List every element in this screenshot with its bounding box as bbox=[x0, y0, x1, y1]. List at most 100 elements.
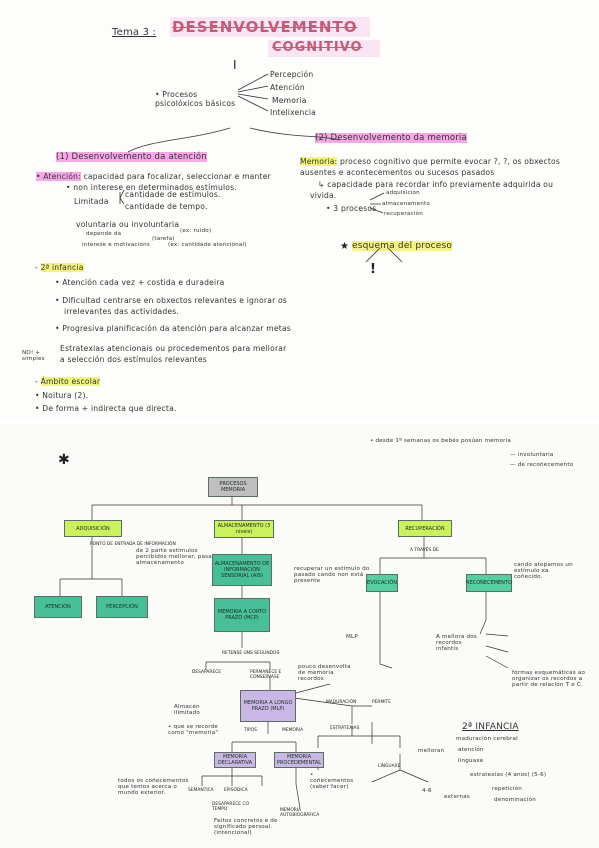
mlp-note: MLP bbox=[346, 634, 358, 640]
esquema-text: esquema del proceso bbox=[352, 241, 453, 251]
title-line1: DESENVOLVEMENTO bbox=[172, 18, 358, 36]
node-evocacion: EVOCACIÓN bbox=[366, 574, 398, 592]
depende-d: (tarefa) bbox=[152, 236, 175, 242]
cando-note: cando atopamos un estímulo xa coñecido. bbox=[514, 562, 573, 580]
denominacion-label: denominación bbox=[494, 797, 536, 803]
estrategias-a: Estratexias atencionais ou procedementos… bbox=[60, 344, 287, 353]
infancia2-b1: • Atención cada vez + costida e duradeir… bbox=[55, 278, 225, 287]
tres-procesos: • 3 procesos bbox=[326, 204, 377, 213]
roman-numeral: I bbox=[233, 58, 237, 72]
asterisk-icon: ✱ bbox=[58, 452, 70, 468]
feitos-note: Feitos concretos e de significado persoa… bbox=[214, 818, 278, 836]
memoria-cap2: vivida. bbox=[310, 191, 337, 200]
infancia2-head: - 2ª infancia bbox=[35, 263, 84, 272]
node-reconecemento: RECOÑECEMENTO bbox=[466, 574, 512, 592]
top-connector-lines bbox=[119, 73, 403, 263]
note-invol: — involuntaria bbox=[510, 452, 554, 458]
label-traves: PONTO DE ENTRADA DE INFORMACIÓN bbox=[90, 542, 176, 547]
label-permanece: PERMANECE E CONSERVASE bbox=[250, 670, 282, 680]
node-mem-procedimental: MEMORIA PROCEDEMENTAL bbox=[274, 752, 324, 768]
label-tipos: TIPOS bbox=[244, 728, 257, 733]
title-highlight-2 bbox=[268, 40, 380, 57]
depende-e: (ex: cantidade atencional) bbox=[168, 242, 247, 248]
mel-item: atención bbox=[458, 747, 484, 753]
note-recon: — de recoñecemento bbox=[510, 462, 574, 468]
node-memoria-corto: MEMORIA A CORTO PRAZO (MCP) bbox=[214, 598, 270, 632]
infancia2-b3: • Progresiva planificación da atención p… bbox=[55, 324, 291, 333]
proceso-item: Memoria bbox=[272, 96, 307, 105]
procesos-label: • Procesos psicolóxicos básicos bbox=[155, 90, 236, 108]
node-procesos-memoria: PROCESOS MEMORIA bbox=[208, 477, 258, 497]
tres-item: recuperación bbox=[384, 211, 423, 217]
atencion-word: • Atención: bbox=[36, 172, 81, 181]
title-highlight bbox=[170, 17, 370, 37]
atencion-def2: • non interese en determinados estímulos… bbox=[66, 183, 237, 192]
conecementos-note: • coñecementos (saber facer) bbox=[310, 772, 354, 790]
node-mem-declarativa: MEMORIA DECLARATIVA bbox=[214, 752, 256, 768]
mel-item: linguaxe bbox=[458, 758, 484, 764]
ambito-1: • Noitura (2). bbox=[35, 391, 89, 400]
infancia2-head-text: 2ª infancia bbox=[40, 263, 84, 272]
atencion-def-text: capacidad para focalizar, seleccionar e … bbox=[83, 172, 271, 181]
memoria-def2: ausentes e acontecementos ou sucesos pas… bbox=[300, 168, 495, 177]
label-estrategias: ESTRATEXIAS bbox=[330, 726, 360, 731]
traves-note: de 2 parte estímulos percibidos mellorar… bbox=[136, 548, 225, 566]
label-semantica: SEMÁNTICA bbox=[188, 788, 214, 793]
esquema-label: esquema del proceso bbox=[352, 241, 453, 251]
mejora-note: A mellora dos recordos infantís bbox=[436, 634, 478, 652]
node-recuperacion: RECUPERACIÓN bbox=[398, 520, 452, 537]
ambito-2: • De forma + indirecta que directa. bbox=[35, 404, 177, 413]
proceso-item: Atención bbox=[270, 83, 305, 92]
note-top: • desde 1º semanas os bebés posúen memor… bbox=[370, 438, 512, 444]
depende-c: (ex: ruido) bbox=[180, 228, 212, 234]
label-memoria: MEMORIA bbox=[282, 728, 304, 733]
label-a-traves: A TRAVÉS DE bbox=[410, 548, 439, 553]
estrategias-b: a selección dos estímulos relevantes bbox=[60, 355, 207, 364]
node-almacenamento: ALMACENAMENTO (3 niveis) bbox=[214, 520, 274, 538]
limitada-a: cantidade de estímulos. bbox=[125, 190, 221, 199]
voluntaria-text: voluntaria ou involuntaria bbox=[76, 220, 180, 229]
section-2-title: (2) Desenvolvemento da memoria bbox=[315, 133, 467, 143]
proceso-item: Percepción bbox=[270, 70, 314, 79]
label-desaparece: DESAPARECE bbox=[192, 670, 222, 675]
node-percepcion: PERCEPCIÓN bbox=[96, 596, 148, 618]
infancia-head: 2ª INFANCIA bbox=[462, 722, 519, 732]
node-almac-info: ALMACENAMENTO DE INFORMACIÓN SENSORIAL (… bbox=[212, 554, 272, 586]
label-permite: PERMITE bbox=[372, 700, 392, 705]
side-note: NO! + simples bbox=[22, 350, 45, 362]
tema-label: Tema 3 : bbox=[112, 27, 157, 38]
section-1-title-text: (1) Desenvolvemento da atención bbox=[56, 152, 207, 162]
node-adquisicion: ADQUISICIÓN bbox=[64, 520, 122, 537]
label-linguaxe: LINGUAXE bbox=[378, 764, 401, 769]
node-atencion: ATENCIÓN bbox=[34, 596, 82, 618]
memoria-head: Memoria: bbox=[300, 157, 338, 166]
map-connector-lines bbox=[59, 496, 509, 809]
externas-label: externas bbox=[444, 794, 470, 800]
formas-note: formas esquemáticas ao organizar os reco… bbox=[512, 670, 586, 688]
repeticion-label: repetición bbox=[492, 786, 522, 792]
memoria-def-text: proceso cognitivo que permite evocar ?, … bbox=[339, 157, 561, 166]
todos-note: todos os coñecementos que temos acerca o… bbox=[118, 778, 189, 796]
label-maduracion: MADURACIÓN bbox=[326, 700, 357, 705]
estrategias-line: estratexias (4 anos) (5-6) bbox=[470, 772, 547, 778]
limitada-b: cantidade de tempo. bbox=[125, 202, 208, 211]
memoria-def: Memoria: proceso cognitivo que permite e… bbox=[300, 157, 560, 166]
ambito-head: - Ámbito escolar bbox=[35, 377, 101, 386]
label-episodica: EPISÓDICA bbox=[224, 788, 248, 793]
ambito-head-text: Ámbito escolar bbox=[40, 377, 101, 386]
memoria-cap-text: capacidade para recordar info previament… bbox=[327, 180, 554, 189]
recuperar-note: recuperar un estímulo do pasado cando no… bbox=[294, 566, 370, 584]
label-retense: RETENSE UNS SEGUNDOS bbox=[222, 651, 280, 656]
atencion-def: • Atención: capacidad para focalizar, se… bbox=[36, 172, 271, 181]
exclamation-icon: ! bbox=[370, 262, 376, 277]
infancia2-b2: • Dificultad centrarse en obxectos relev… bbox=[55, 296, 288, 305]
tres-item: adquisición bbox=[386, 190, 420, 196]
star-icon: ★ bbox=[340, 241, 349, 252]
node-memoria-largo: MEMORIA A LONGO PRAZO (MLP) bbox=[240, 690, 296, 722]
limitada-label: Limitada bbox=[74, 197, 109, 206]
que-se-recorde: • que se recorde como "memoria" bbox=[168, 724, 219, 736]
notes-page-bottom: ✱ • desde 1º semanas os bebés posúen mem… bbox=[0, 424, 599, 848]
depende-b: interese e motivacións bbox=[82, 242, 150, 248]
mel-item: maduración cerebral bbox=[456, 736, 518, 742]
title-line2: COGNITIVO bbox=[272, 40, 363, 55]
